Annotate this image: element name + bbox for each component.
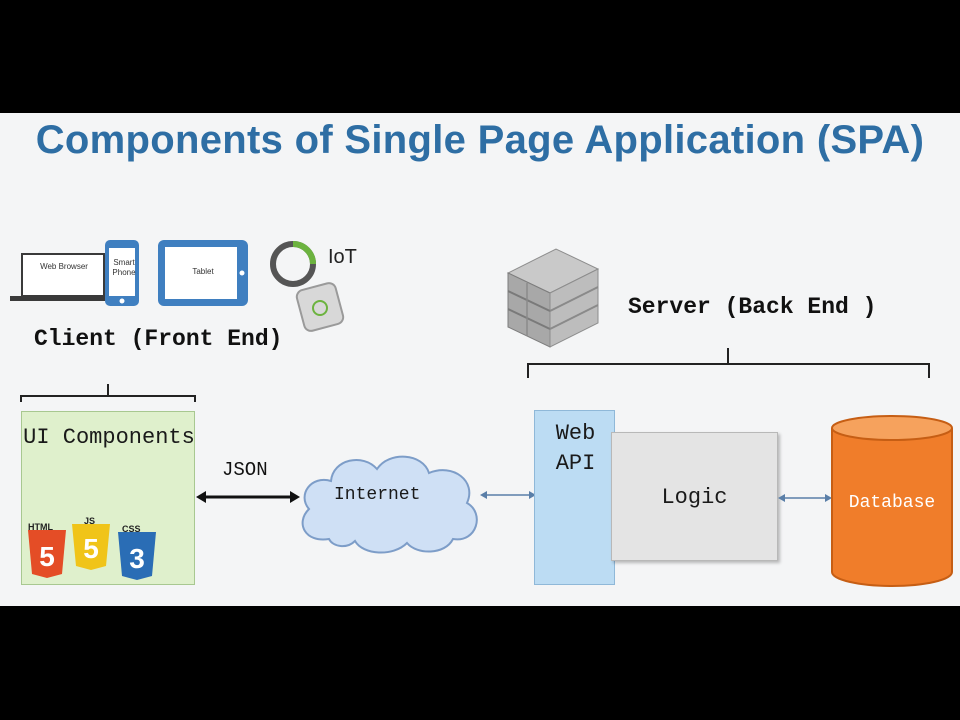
logic-database-arrow bbox=[778, 494, 832, 502]
ui-components-box: UI Components 5 5 3 HTML JS CSS bbox=[21, 411, 195, 585]
laptop-icon bbox=[10, 253, 116, 301]
internet-cloud-icon bbox=[301, 455, 478, 554]
web-api-box: Web API bbox=[534, 410, 615, 585]
css-badge-label: CSS bbox=[122, 524, 141, 534]
client-brace bbox=[20, 384, 196, 402]
device-label-web-browser: Web Browser bbox=[40, 262, 88, 271]
database-label: Database bbox=[848, 493, 936, 513]
html5-icon: 5 bbox=[28, 530, 66, 578]
server-brace bbox=[527, 348, 930, 378]
database-icon bbox=[831, 415, 953, 587]
json-arrow bbox=[196, 491, 300, 503]
client-devices bbox=[10, 240, 345, 332]
server-rack-icon bbox=[506, 248, 600, 348]
logic-box: Logic bbox=[611, 432, 778, 561]
smartwatch-icon bbox=[270, 241, 316, 287]
css3-icon: 3 bbox=[118, 532, 156, 580]
internet-api-arrow bbox=[480, 491, 536, 499]
internet-label: Internet bbox=[334, 485, 421, 505]
server-label: Server (Back End ) bbox=[628, 294, 877, 320]
json-label: JSON bbox=[222, 459, 268, 481]
phone-icon bbox=[105, 240, 139, 306]
device-label-smart-phone: Smart Phone bbox=[112, 258, 136, 277]
js-icon: 5 bbox=[72, 524, 110, 570]
iot-device-icon bbox=[295, 282, 345, 332]
ui-components-label: UI Components bbox=[23, 425, 195, 450]
device-label-iot: IoT bbox=[328, 246, 357, 268]
client-label: Client (Front End) bbox=[34, 326, 283, 352]
js-badge-label: JS bbox=[84, 516, 96, 526]
web-api-label: Web API bbox=[555, 421, 596, 476]
svg-text:3: 3 bbox=[129, 543, 145, 574]
web-tech-badges: 5 5 3 bbox=[28, 524, 156, 580]
logic-label: Logic bbox=[661, 485, 728, 510]
html-badge-label: HTML bbox=[28, 522, 53, 532]
device-label-tablet: Tablet bbox=[192, 267, 214, 276]
svg-text:5: 5 bbox=[39, 541, 55, 572]
grouping-braces bbox=[20, 348, 930, 402]
svg-text:5: 5 bbox=[83, 533, 99, 564]
tablet-icon bbox=[158, 240, 248, 306]
page-title: Components of Single Page Application (S… bbox=[35, 118, 925, 162]
